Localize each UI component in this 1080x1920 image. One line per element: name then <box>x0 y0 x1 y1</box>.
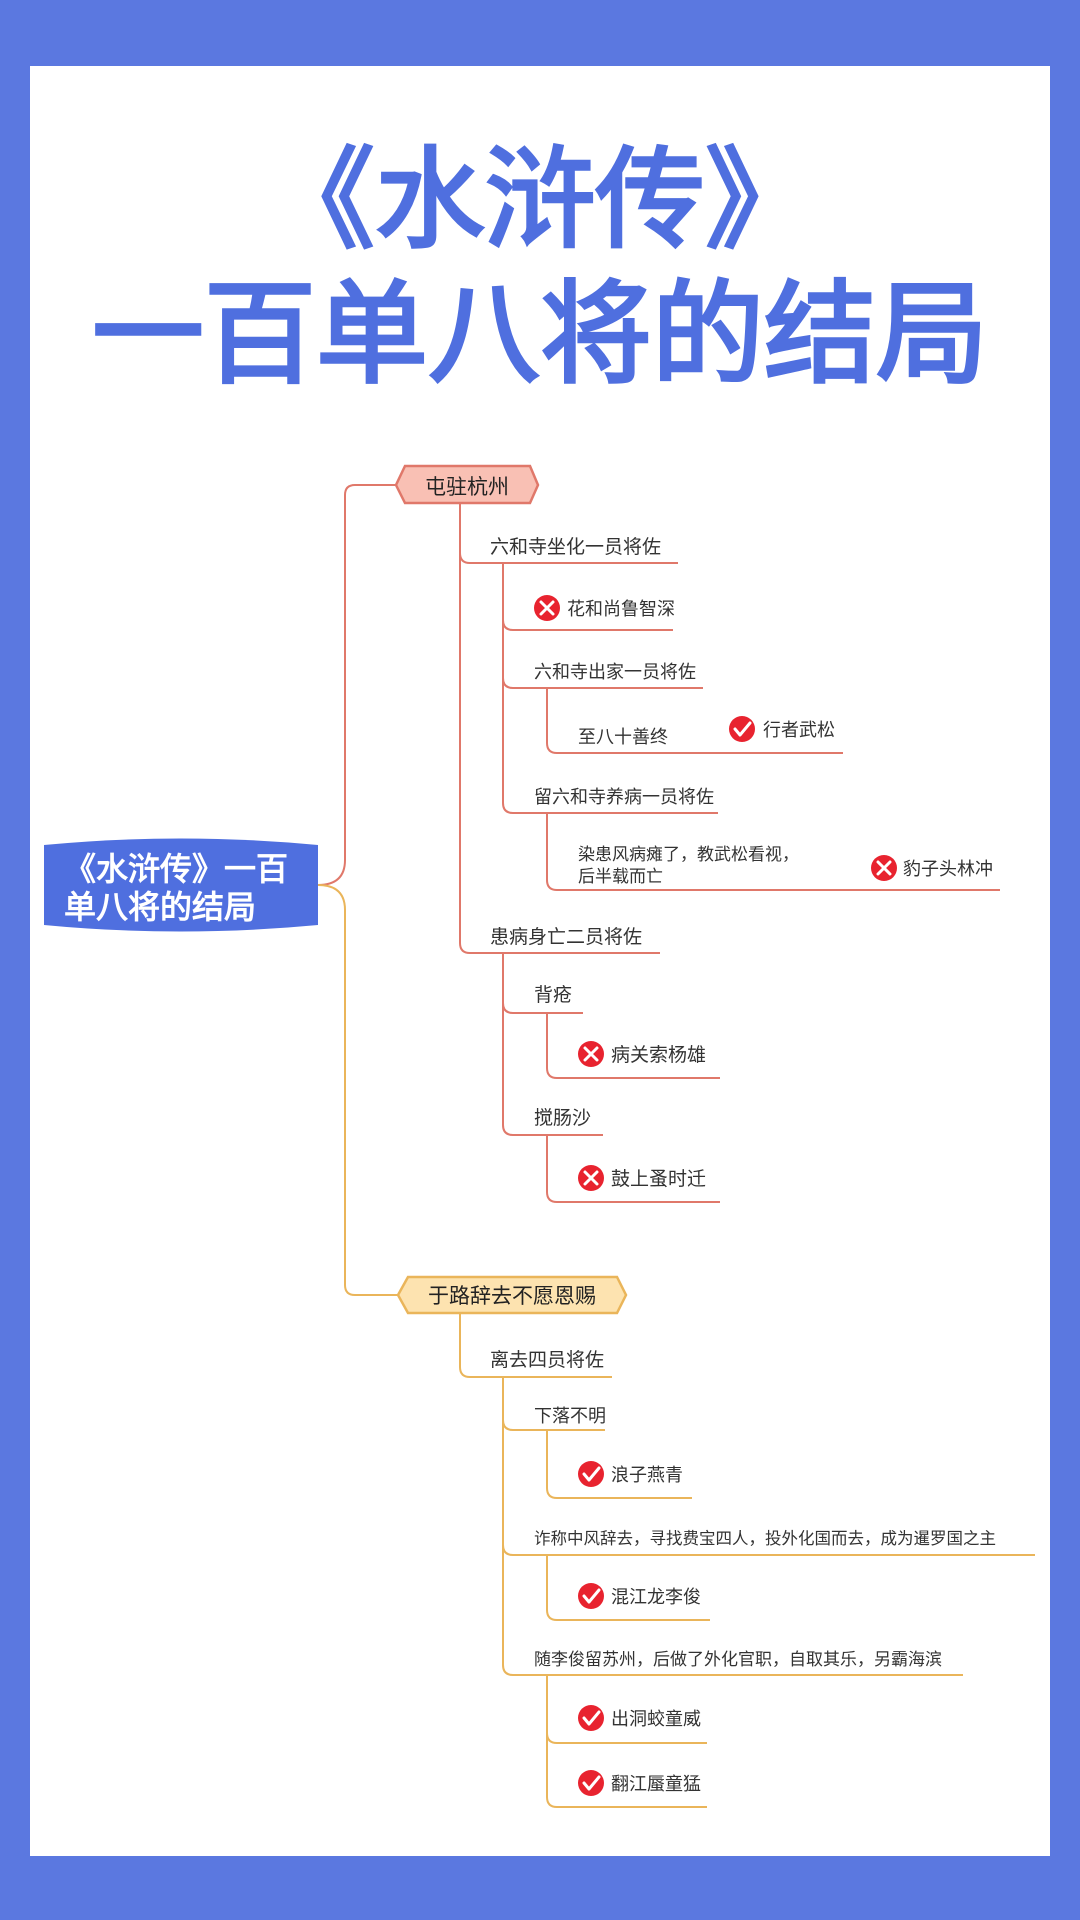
character-name: 混江龙李俊 <box>611 1587 701 1608</box>
character-yangxiong: 病关索杨雄 <box>578 1041 706 1067</box>
connectors <box>317 484 1035 1808</box>
character-shiqian: 鼓上蚤时迁 <box>578 1165 706 1191</box>
character-wusong: 至八十善终 行者武松 <box>578 716 835 748</box>
character-detail: 至八十善终 <box>578 727 668 748</box>
character-name: 浪子燕青 <box>611 1465 683 1486</box>
character-name: 花和尚鲁智深 <box>567 599 675 620</box>
subgroup-label: 六和寺出家一员将佐 <box>534 662 696 683</box>
content-card <box>30 66 1050 1856</box>
character-linchong: 染患风病瘫了，教武松看视， 后半载而亡 豹子头林冲 <box>578 845 993 887</box>
character-lijun: 混江龙李俊 <box>578 1583 701 1609</box>
cross-icon-mark <box>539 600 555 616</box>
group-label: 六和寺坐化一员将佐 <box>490 536 661 558</box>
title-line-1: 《水浒传》 <box>265 136 815 264</box>
branch-node-ciqu: 于路辞去不愿恩赐 <box>396 1275 628 1315</box>
root-label-line2: 单八将的结局 <box>64 888 256 926</box>
check-icon-mark <box>733 721 752 737</box>
character-detail-line2: 后半载而亡 <box>578 867 663 887</box>
check-icon <box>578 1461 604 1487</box>
branch-label: 屯驻杭州 <box>425 475 509 499</box>
character-name: 出洞蛟童威 <box>611 1709 701 1730</box>
check-icon-mark <box>582 1710 601 1726</box>
character-luzhishen: 花和尚鲁智深 <box>534 595 675 621</box>
check-icon-mark <box>582 1588 601 1604</box>
character-name: 病关索杨雄 <box>611 1044 706 1066</box>
branch-label: 于路辞去不愿恩赐 <box>428 1284 596 1308</box>
cross-icon-mark <box>876 860 892 876</box>
check-icon <box>578 1583 604 1609</box>
cross-icon-mark <box>583 1170 599 1186</box>
character-tongwei: 出洞蛟童威 <box>578 1705 701 1731</box>
character-name: 翻江蜃童猛 <box>611 1774 701 1795</box>
character-name: 鼓上蚤时迁 <box>611 1168 706 1190</box>
title-line-2: 一百单八将的结局 <box>92 270 988 400</box>
character-name: 行者武松 <box>763 720 835 741</box>
character-tongmeng: 翻江蜃童猛 <box>578 1770 701 1796</box>
check-icon <box>578 1770 604 1796</box>
character-detail-line1: 染患风病瘫了，教武松看视， <box>578 845 799 865</box>
group-label: 离去四员将佐 <box>490 1349 604 1371</box>
branch-node-tunzhu: 屯驻杭州 <box>394 464 540 505</box>
subgroup-label: 下落不明 <box>534 1406 606 1427</box>
subgroup-label: 留六和寺养病一员将佐 <box>534 787 714 808</box>
group-label: 患病身亡二员将佐 <box>490 926 642 948</box>
root-label-line1: 《水浒传》一百 <box>64 850 288 888</box>
subgroup-label: 随李俊留苏州，后做了外化官职，自取其乐，另霸海滨 <box>534 1650 942 1670</box>
check-icon-mark <box>582 1775 601 1791</box>
subgroup-label: 背疮 <box>534 984 572 1006</box>
cross-icon-mark <box>583 1046 599 1062</box>
root-node: 《水浒传》一百 单八将的结局 <box>44 838 318 932</box>
character-name: 豹子头林冲 <box>903 859 993 880</box>
character-yanqing: 浪子燕青 <box>578 1461 683 1487</box>
check-icon <box>578 1705 604 1731</box>
check-icon-mark <box>582 1466 601 1482</box>
subgroup-label: 诈称中风辞去，寻找费宝四人，投外化国而去，成为暹罗国之主 <box>534 1529 996 1548</box>
subgroup-label: 搅肠沙 <box>534 1107 591 1129</box>
check-icon <box>729 716 755 742</box>
